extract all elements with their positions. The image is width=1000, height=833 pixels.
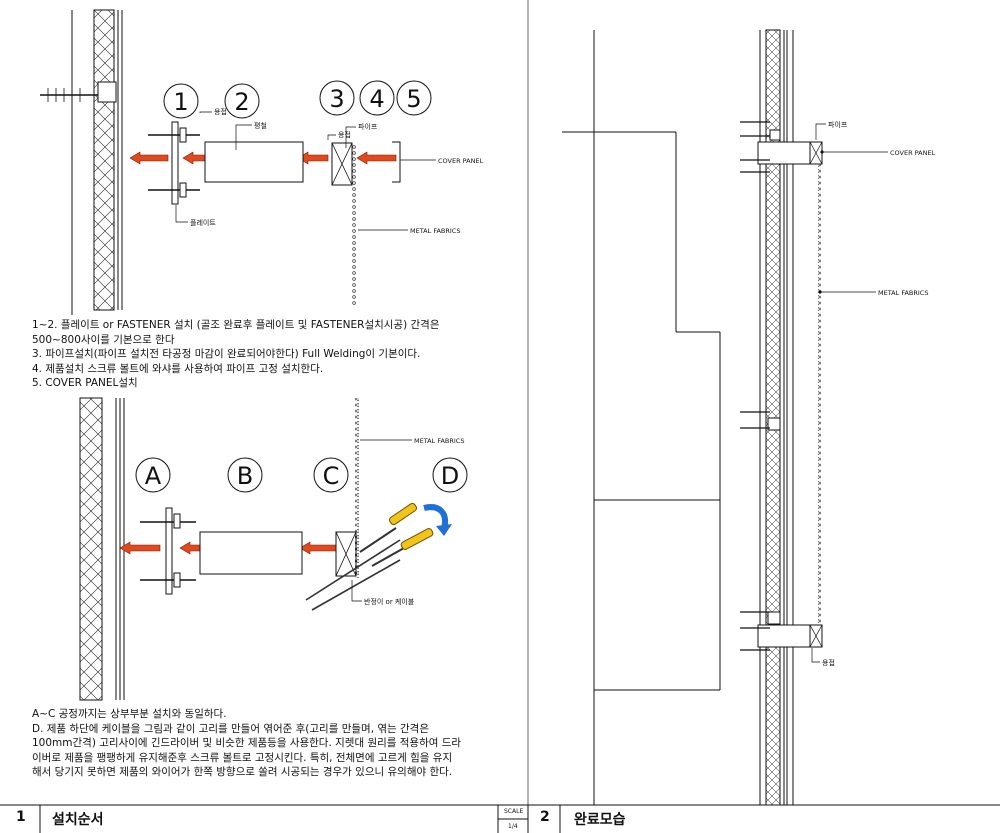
label-flat-bar: 평철 xyxy=(254,121,267,130)
drawing-title: 완료모습 xyxy=(574,812,626,828)
scale-label: SCALE xyxy=(504,808,524,815)
flat-bar xyxy=(204,141,304,183)
label-weld: 용접 xyxy=(338,131,351,139)
step-marker-c: C xyxy=(323,462,340,490)
drawing-number: 1 xyxy=(16,809,26,825)
fastener-box xyxy=(97,81,117,103)
step-marker-2: 2 xyxy=(234,88,249,116)
step-circles-top: 1 2 3 4 5 xyxy=(163,80,432,119)
note-line: A~C 공정까지는 상부부분 설치와 동일하다. xyxy=(32,708,227,720)
top-diagram: 1 2 3 4 5 용접 평철 용접 파이프 플레이트 COVER PANEL … xyxy=(40,9,484,315)
plate xyxy=(165,507,173,595)
metal-fabric xyxy=(818,164,821,624)
bottom-diagram: A B C D METAL FABRICS 반정이 or 케이블 xyxy=(79,397,468,701)
wall-insulation xyxy=(79,397,103,701)
note-line: 4. 제품설치 스크류 볼트에 와샤를 사용하여 파이프 고정 설치한다. xyxy=(32,362,324,375)
step-marker-4: 4 xyxy=(369,85,384,113)
step-circles-bottom: A B C D xyxy=(135,457,468,493)
note-line: 500~800사이를 기본으로 한다 xyxy=(32,333,175,346)
label-metal-fabrics: METAL FABRICS xyxy=(414,437,464,445)
step-marker-5: 5 xyxy=(406,85,421,113)
plate xyxy=(171,121,179,205)
label-pipe: 파이프 xyxy=(828,120,848,129)
cover-panel xyxy=(757,141,811,165)
note-line: 해서 당기지 못하면 제품의 와이어가 한쪽 방향으로 쏠려 시공되는 경우가 … xyxy=(32,766,453,779)
notes-bottom: A~C 공정까지는 상부부분 설치와 동일하다. D. 제품 하단에 케이블을 … xyxy=(32,707,512,780)
label-cover-panel: COVER PANEL xyxy=(438,157,484,165)
step-marker-3: 3 xyxy=(329,85,344,113)
drawing-title: 설치순서 xyxy=(52,812,104,828)
label-wire: 반정이 or 케이블 xyxy=(364,597,415,606)
metal-fabric xyxy=(352,145,356,307)
label-weld: 용접 xyxy=(214,108,227,116)
scale-value: 1/4 xyxy=(508,823,518,830)
label-metal-fabrics: METAL FABRICS xyxy=(878,289,928,297)
metal-fabric xyxy=(355,398,359,578)
note-line: 100mm간격) 고리사이에 긴드라이버 및 비슷한 제품등을 사용한다. 지렛… xyxy=(32,737,462,750)
step-marker-1: 1 xyxy=(173,88,188,116)
completed-view-diagram: 파이프 COVER PANEL METAL FABRICS 용접 xyxy=(562,29,936,806)
label-weld: 용접 xyxy=(822,659,835,667)
flat-bar xyxy=(199,531,303,575)
step-marker-d: D xyxy=(441,462,459,490)
note-line: 이버로 제품을 팽팽하게 유지해준후 스크류 볼트로 고정시킨다. 특히, 전체… xyxy=(32,751,453,764)
label-metal-fabrics: METAL FABRICS xyxy=(410,227,460,235)
note-line: 3. 파이프설치(파이프 설치전 타공정 마감이 완료되어야한다) Full W… xyxy=(32,348,421,361)
note-line: 1~2. 플레이트 or FASTENER 설치 (골조 완료후 플레이트 및 … xyxy=(32,319,440,331)
label-plate: 플레이트 xyxy=(190,218,216,227)
step-marker-b: B xyxy=(237,462,253,490)
step-marker-a: A xyxy=(145,462,162,490)
notes-top: 1~2. 플레이트 or FASTENER 설치 (골조 완료후 플레이트 및 … xyxy=(32,318,492,391)
note-line: 5. COVER PANEL설치 xyxy=(32,377,138,390)
wall-insulation xyxy=(93,9,115,311)
rotation-arrow-icon xyxy=(423,504,448,529)
note-line: D. 제품 하단에 케이블을 그림과 같이 고리를 만들어 엮어준 후(고리를 … xyxy=(32,722,430,735)
screwdriver-icon xyxy=(359,502,434,567)
title-block xyxy=(0,804,1000,833)
label-pipe: 파이프 xyxy=(358,122,378,131)
label-cover-panel: COVER PANEL xyxy=(890,149,936,157)
drawing-number: 2 xyxy=(540,809,550,825)
